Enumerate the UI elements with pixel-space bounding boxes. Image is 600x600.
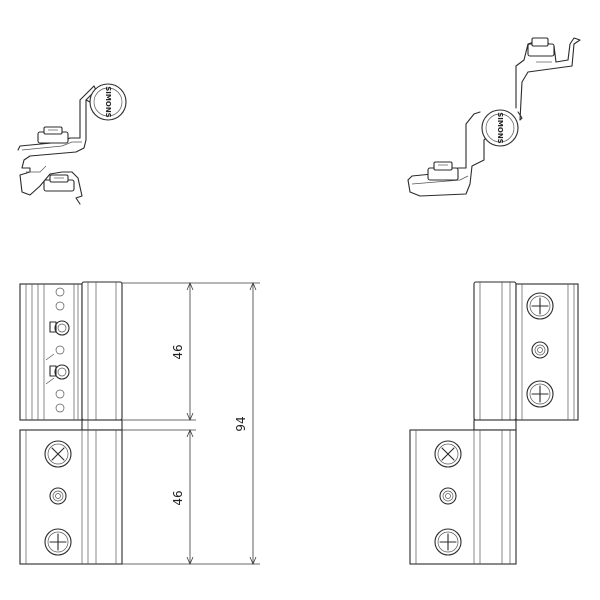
screw-icon xyxy=(526,380,554,408)
screw-icon xyxy=(434,440,462,468)
logo-text: SIMONS xyxy=(496,112,504,143)
screw-icon xyxy=(439,487,457,505)
screw-icon xyxy=(44,440,72,468)
dimension-upper-leaf: 46 xyxy=(171,344,185,359)
screw-icon xyxy=(526,292,554,320)
screw-icon xyxy=(44,528,72,556)
rear-elevation-right xyxy=(409,281,579,565)
dimension-lines xyxy=(122,281,260,566)
screw-icon xyxy=(49,487,67,505)
brand-logo-right: SIMONS xyxy=(496,112,504,143)
front-elevation-left: 46 46 94 xyxy=(19,281,260,566)
dimension-total-height: 94 xyxy=(234,416,248,431)
screw-icon xyxy=(531,341,549,359)
logo-text: SIMONS xyxy=(104,86,112,117)
plan-view-left: SIMONS xyxy=(17,83,127,205)
plan-view-right: SIMONS xyxy=(407,37,581,197)
brand-logo-left: SIMONS xyxy=(104,86,112,117)
screw-icon xyxy=(434,528,462,556)
dimension-lower-leaf: 46 xyxy=(171,490,185,505)
